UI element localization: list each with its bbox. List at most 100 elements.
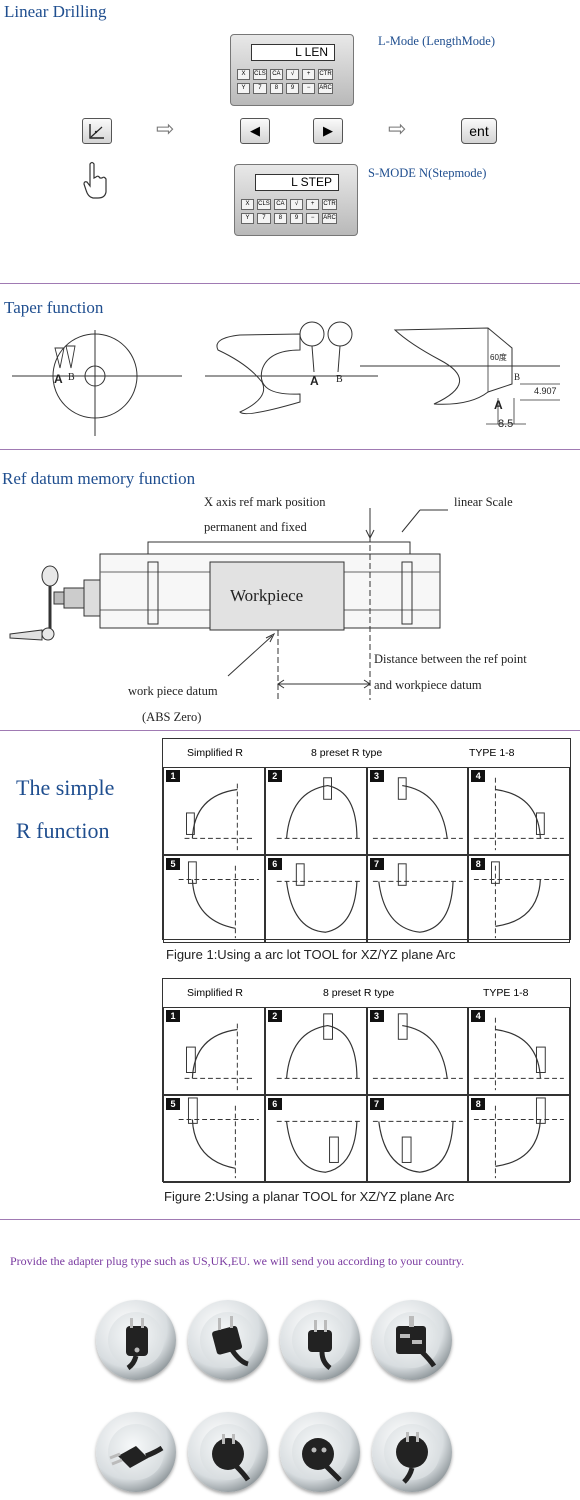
- taper-label-a: A: [54, 372, 63, 386]
- dro-key: CLS: [257, 199, 271, 210]
- ref-mark-text-line1: X axis ref mark position: [204, 495, 326, 509]
- arc-diagram: [178, 1097, 259, 1179]
- section-title-ref-datum: Ref datum memory function: [2, 469, 196, 488]
- section-title-taper: Taper function: [4, 298, 104, 317]
- arc-diagram: [276, 777, 361, 839]
- arc-diagram: [178, 861, 259, 939]
- dro-key: CTR: [322, 199, 337, 210]
- ent-key: ent: [461, 118, 497, 144]
- uk-plug-icon: [372, 1300, 452, 1380]
- r-type-number: 4: [471, 1010, 486, 1022]
- r-type-cell: 8: [468, 1095, 570, 1183]
- r-type-number: 2: [267, 770, 282, 782]
- arc-diagram: [276, 1120, 361, 1173]
- dro-key: X: [237, 69, 251, 80]
- ref-datum-diagram: [9, 508, 448, 700]
- eu-plug-icon: [96, 1412, 176, 1492]
- arc-diagram: [474, 861, 565, 939]
- figure-1-caption: Figure 1:Using a arc lot TOOL for XZ/YZ …: [166, 947, 456, 962]
- left-arrow-key-icon: ◀: [240, 118, 270, 144]
- dro-key: 8: [269, 83, 283, 94]
- arc-diagram: [184, 783, 253, 851]
- r-type-number: 5: [166, 1098, 180, 1110]
- dro-key: 7: [257, 213, 271, 224]
- figure-header-simplified: Simplified R: [187, 747, 244, 759]
- dro-panel-s-mode: L STEP X CLS CA √ + CTR Y 7 8 9 − ARC: [234, 164, 358, 236]
- arc-diagram: [276, 863, 361, 933]
- r-type-cell: 6: [264, 855, 367, 943]
- r-type-cell: 4: [468, 767, 570, 855]
- r-type-number: 6: [267, 858, 282, 870]
- r-type-number: 4: [471, 770, 486, 782]
- arrow-right-icon: ⇨: [156, 116, 175, 141]
- r-type-number: 2: [267, 1010, 282, 1022]
- figure-2: Simplified R 8 preset R type TYPE 1-8 1 …: [162, 978, 571, 1183]
- arc-diagram: [474, 1097, 565, 1179]
- dro-key: ARC: [318, 83, 333, 94]
- r-type-cell: 5: [163, 855, 265, 943]
- r-type-cell: 4: [468, 1007, 570, 1095]
- workpiece-label: Workpiece: [230, 586, 304, 605]
- l-mode-label: L-Mode (LengthMode): [378, 34, 495, 48]
- r-type-cell: 1: [163, 1007, 265, 1095]
- r-type-cell: 6: [264, 1095, 367, 1183]
- s-mode-label: S-MODE N(Stepmode): [368, 166, 487, 180]
- dro-key: −: [302, 83, 316, 94]
- dro-keypad: X CLS CA √ + CTR Y 7 8 9 − ARC: [241, 199, 353, 224]
- r-type-number: 7: [369, 858, 384, 870]
- taper-diagram: [12, 321, 560, 436]
- us-plug-icon: [96, 1300, 176, 1380]
- dro-key: X: [241, 199, 255, 210]
- r-type-cell: 2: [264, 767, 367, 855]
- arc-diagram: [276, 1013, 361, 1079]
- abs-zero-label: (ABS Zero): [142, 710, 202, 724]
- dro-key: CA: [269, 69, 283, 80]
- taper-label-b: B: [514, 372, 521, 382]
- distance-text-line2: and workpiece datum: [374, 678, 482, 692]
- dro-key: 8: [273, 213, 287, 224]
- dro-key: +: [302, 69, 316, 80]
- dro-panel-l-mode: L LEN X CLS CA √ + CTR Y 7 8 9 − ARC: [230, 34, 354, 106]
- workpiece-datum-label: work piece datum: [128, 684, 218, 698]
- r-type-cell: 7: [366, 855, 469, 943]
- dro-key: 7: [253, 83, 267, 94]
- dro-keypad: X CLS CA √ + CTR Y 7 8 9 − ARC: [237, 69, 349, 94]
- r-type-cell: 8: [468, 855, 570, 943]
- r-type-number: 3: [369, 770, 384, 782]
- dro-key: 9: [289, 213, 304, 224]
- arc-diagram: [184, 1023, 253, 1091]
- section-divider: [0, 449, 580, 450]
- figure-2-caption: Figure 2:Using a planar TOOL for XZ/YZ p…: [164, 1189, 455, 1204]
- figure-header-preset: 8 preset R type: [323, 987, 395, 999]
- dro-key: Y: [237, 83, 251, 94]
- r-type-number: 1: [166, 1010, 180, 1022]
- linear-scale-label: linear Scale: [454, 495, 513, 509]
- r-type-number: 8: [471, 1098, 486, 1110]
- taper-label-a: A: [310, 374, 319, 388]
- section-divider: [0, 730, 580, 731]
- us-plug-icon: [188, 1300, 268, 1380]
- figure-header: Simplified R 8 preset R type TYPE 1-8: [163, 739, 570, 767]
- arrow-right-icon: ⇨: [388, 116, 407, 141]
- adapter-plug-text: Provide the adapter plug type such as US…: [10, 1254, 465, 1268]
- distance-text-line1: Distance between the ref point: [374, 652, 527, 666]
- taper-angle-label: 60度: [490, 353, 507, 362]
- dro-key: CA: [273, 199, 287, 210]
- ref-mark-text-line2: permanent and fixed: [204, 520, 307, 534]
- right-arrow-key-icon: ▶: [313, 118, 343, 144]
- figure-header-type: TYPE 1-8: [469, 747, 515, 759]
- r-type-cell: 3: [366, 767, 469, 855]
- simple-r-title-line1: The simple: [16, 775, 115, 800]
- figure-header-simplified: Simplified R: [187, 987, 244, 999]
- taper-label-b: B: [68, 372, 75, 383]
- dro-key: CTR: [318, 69, 333, 80]
- r-type-cell: 1: [163, 767, 265, 855]
- dro-key: +: [306, 199, 320, 210]
- r-type-number: 6: [267, 1098, 282, 1110]
- section-divider: [0, 283, 580, 284]
- r-type-number: 5: [166, 858, 180, 870]
- taper-dim-85: 8.5: [498, 418, 514, 430]
- arc-diagram: [372, 1120, 463, 1173]
- r-type-number: 1: [166, 770, 180, 782]
- taper-label-b: B: [336, 374, 343, 385]
